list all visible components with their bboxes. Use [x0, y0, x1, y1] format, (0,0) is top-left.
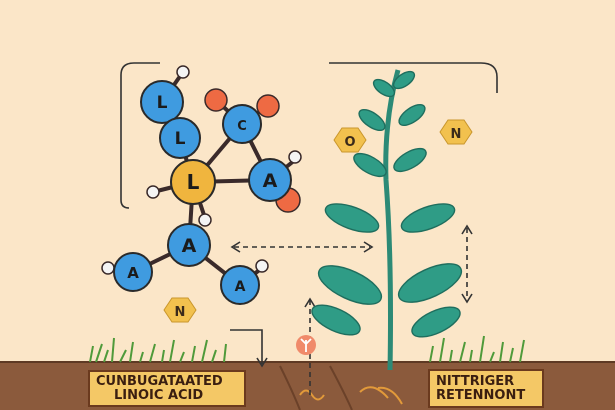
atom-5: A: [248, 158, 292, 202]
label-conjugated-linoleic-acid: CUNBUGATAATED LINOIC ACID: [88, 370, 246, 408]
atom-6-label: A: [182, 235, 197, 257]
atom-4: L: [170, 159, 216, 205]
atom-5-label: A: [263, 170, 278, 192]
right-label-line1: NITTRIGER: [436, 374, 515, 389]
grass-right: [429, 335, 525, 363]
hydrogen-atom: [176, 65, 190, 79]
bracket-frame: [120, 62, 498, 209]
svg-text:N: N: [451, 127, 462, 142]
atom-4-label: L: [187, 170, 200, 194]
atom-2: L: [159, 117, 201, 159]
atom-7-circle: [113, 252, 153, 292]
atom-7-label: A: [127, 264, 139, 282]
atom-7: A: [113, 252, 153, 292]
atom-4-circle: [170, 159, 216, 205]
plant: [311, 69, 463, 371]
hydrogen-atom: [198, 213, 212, 227]
atom-8-label: A: [235, 279, 246, 295]
atom-1-circle: [140, 80, 184, 124]
hydrogen-atom: [146, 185, 160, 199]
arrow-molecule-plant: [230, 241, 374, 253]
hydrogen-atom: [255, 259, 269, 273]
grass-left: [89, 337, 227, 363]
atom-3-label: C: [237, 119, 247, 134]
hydrogen-atoms: [101, 65, 302, 275]
svg-text:O: O: [344, 135, 355, 150]
nutrient-sprout-icon: [296, 335, 316, 355]
arrow-vertical-right: [461, 224, 473, 304]
left-label-line2: LINOIC ACID: [114, 387, 204, 403]
oxygen-atom: [256, 94, 280, 118]
atom-3: C: [222, 104, 262, 144]
badge-n-right: N: [439, 119, 473, 145]
svg-text:N: N: [175, 305, 186, 320]
hydrogen-atom: [101, 261, 115, 275]
atom-6-circle: [167, 223, 211, 267]
atom-1-label: L: [157, 93, 168, 113]
atom-5-circle: [248, 158, 292, 202]
badge-o: O: [333, 127, 367, 153]
atom-8: A: [220, 265, 260, 305]
atom-2-label: L: [175, 129, 186, 149]
hydrogen-atom: [288, 150, 302, 164]
badge-n-left: N: [163, 297, 197, 323]
oxygen-atom: [204, 88, 228, 112]
atom-1: L: [140, 80, 184, 124]
plant-stem: [383, 69, 401, 371]
atom-8-circle: [220, 265, 260, 305]
arrow-left-down: [230, 329, 268, 368]
label-nitrogen-retention: NITTRIGER RETENNONT: [428, 369, 544, 409]
atom-6: A: [167, 223, 211, 267]
atom-3-circle: [222, 104, 262, 144]
atom-2-circle: [159, 117, 201, 159]
right-label-line2: RETENNONT: [436, 387, 526, 403]
left-label-line1: CUNBUGATAATED: [96, 374, 223, 389]
